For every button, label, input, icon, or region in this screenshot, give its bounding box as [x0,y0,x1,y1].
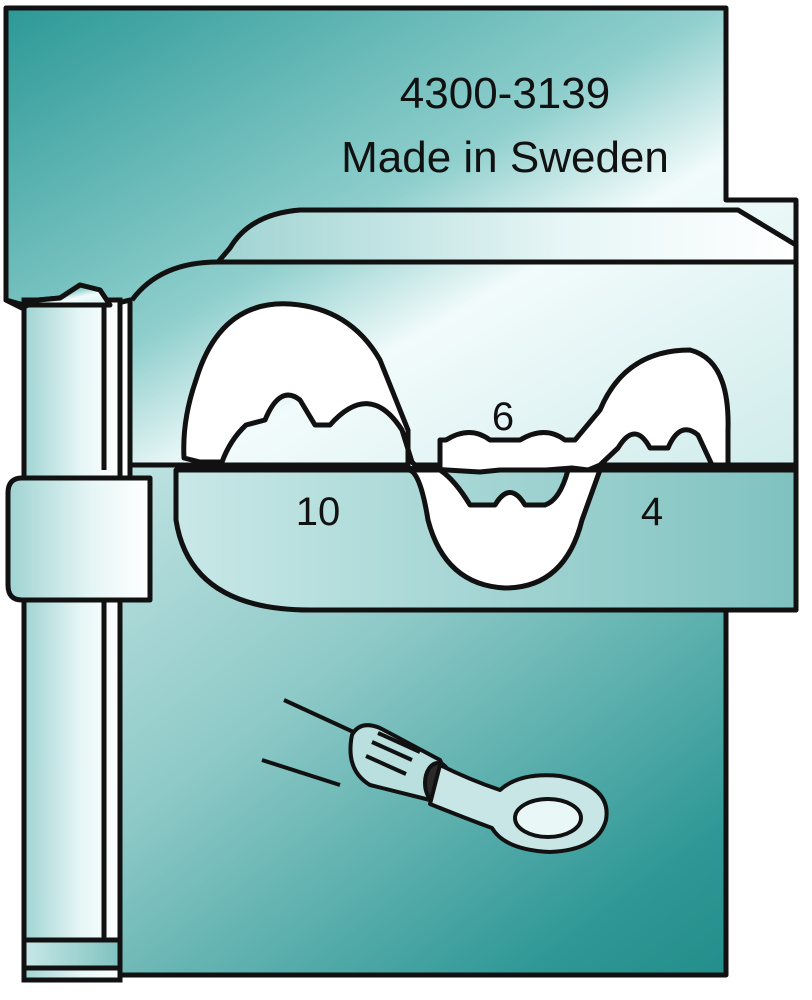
cavity-label-10: 10 [296,490,341,534]
upper-jaw-left-curve [129,259,219,302]
lower-cavity-6 [405,467,603,591]
terminal-ring-hole [513,797,583,839]
barrel-slot-3 [377,731,421,754]
part-number: 4300-3139 [400,69,610,118]
wire-top-line [283,698,361,737]
origin-text: Made in Sweden [341,133,669,182]
barrel-slot-1 [371,740,413,762]
shank-foot [21,937,123,971]
wire-bottom-line [261,758,341,787]
upper-cavity-profile [181,301,731,475]
barrel-slot-2 [365,754,407,776]
cavity-label-6: 6 [492,395,514,439]
locking-pin [5,475,153,603]
ring-terminal-icon [261,698,609,854]
upper-jaw-block [215,207,799,265]
shank-notch [3,282,113,311]
cavity-label-4: 4 [641,490,663,534]
